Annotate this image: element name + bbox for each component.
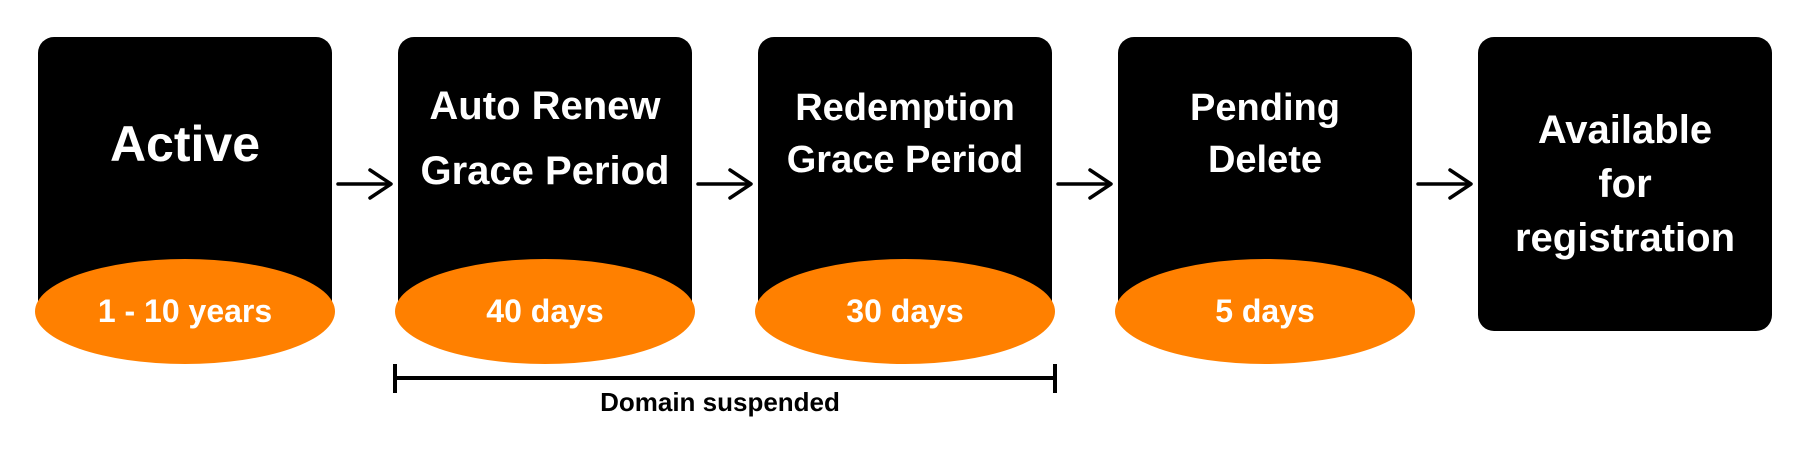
stage-title-auto-renew-grace-period: Auto Renew Grace Period xyxy=(420,84,670,193)
arrow-redemption-to-pending-delete-icon xyxy=(1056,168,1113,200)
stage-title-available-for-registration: Available for registration xyxy=(1514,108,1736,260)
domain-suspended-label: Domain suspended xyxy=(600,387,840,417)
duration-pill-active: 1 - 10 years xyxy=(35,259,335,364)
duration-pill-auto-renew-grace-period: 40 days xyxy=(395,259,695,364)
stage-title-redemption-grace-period: Redemption Grace Period xyxy=(786,86,1024,181)
duration-pill-redemption-grace-period: 30 days xyxy=(755,259,1055,364)
stage-box-available-for-registration: Available for registration xyxy=(1478,37,1772,331)
stage-title-pending-delete: Pending Delete xyxy=(1190,86,1340,181)
arrow-active-to-auto-renew-icon xyxy=(336,168,393,200)
arrow-auto-renew-to-redemption-icon xyxy=(696,168,753,200)
stage-title-active: Active xyxy=(109,115,261,172)
duration-pill-pending-delete: 5 days xyxy=(1115,259,1415,364)
suspended-bracket xyxy=(393,364,1057,393)
arrow-pending-delete-to-available-icon xyxy=(1416,168,1473,200)
